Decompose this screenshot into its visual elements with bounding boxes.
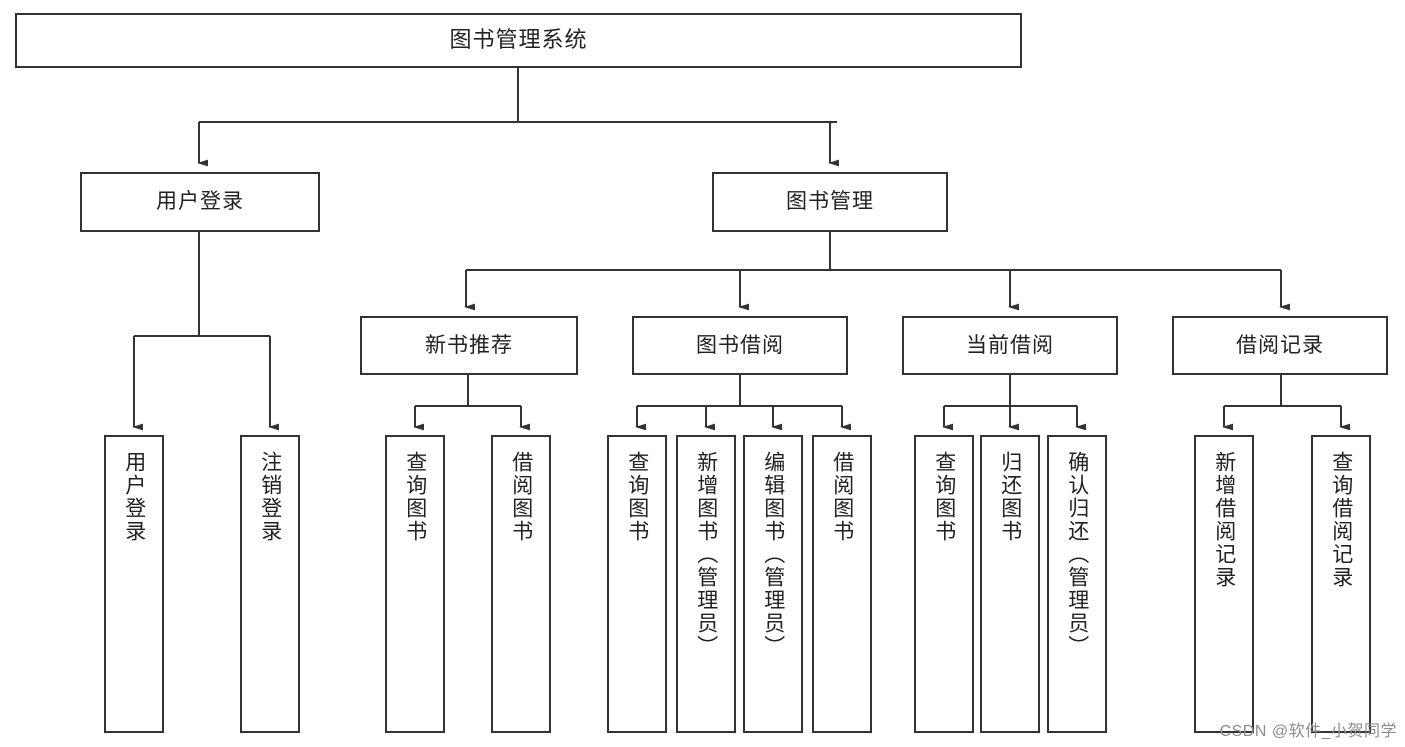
leaf-label: 借阅图书 [830,451,854,543]
node-borrow-record-label: 借阅记录 [1236,333,1324,357]
leaf-label: 查询图书 [403,451,427,543]
leaf-current-return-book[interactable]: 归还图书 [980,435,1040,733]
leaf-borrow-borrow-book[interactable]: 借阅图书 [812,435,872,733]
leaf-label: 借阅图书 [509,451,533,543]
node-root-label: 图书管理系统 [449,27,588,53]
node-new-book-recommend-label: 新书推荐 [425,333,513,357]
leaf-recommend-borrow-book[interactable]: 借阅图书 [491,435,551,733]
leaf-label: 查询图书 [932,451,956,543]
leaf-current-query-book[interactable]: 查询图书 [914,435,974,733]
leaf-user-login-login[interactable]: 用户登录 [104,435,164,733]
csdn-watermark: CSDN @软件_小贺同学 [1219,723,1397,740]
node-book-borrow-label: 图书借阅 [696,333,784,357]
leaf-label: 用户登录 [122,451,146,543]
leaf-user-login-logout[interactable]: 注销登录 [240,435,300,733]
node-borrow-record[interactable]: 借阅记录 [1172,316,1388,375]
node-current-borrow[interactable]: 当前借阅 [902,316,1118,375]
leaf-record-add-record[interactable]: 新增借阅记录 [1194,435,1254,733]
node-current-borrow-label: 当前借阅 [966,333,1054,357]
node-book-borrow[interactable]: 图书借阅 [632,316,848,375]
leaf-label: 新增借阅记录 [1212,451,1236,589]
node-root-system[interactable]: 图书管理系统 [15,13,1022,68]
leaf-current-confirm-return-admin[interactable]: 确认归还（管理员） [1047,435,1107,733]
leaf-label: 归还图书 [998,451,1022,543]
leaf-label: 新增图书（管理员） [694,451,718,658]
leaf-recommend-query-book[interactable]: 查询图书 [385,435,445,733]
leaf-borrow-add-book-admin[interactable]: 新增图书（管理员） [676,435,736,733]
leaf-borrow-query-book[interactable]: 查询图书 [607,435,667,733]
node-user-login-label: 用户登录 [156,190,244,214]
leaf-record-query-record[interactable]: 查询借阅记录 [1311,435,1371,733]
node-book-management-label: 图书管理 [786,190,874,214]
node-user-login[interactable]: 用户登录 [80,172,320,232]
node-book-management[interactable]: 图书管理 [712,172,948,232]
leaf-label: 注销登录 [258,451,282,543]
leaf-label: 查询借阅记录 [1329,451,1353,589]
leaf-borrow-edit-book-admin[interactable]: 编辑图书（管理员） [743,435,803,733]
leaf-label: 确认归还（管理员） [1065,451,1089,658]
leaf-label: 编辑图书（管理员） [761,451,785,658]
leaf-label: 查询图书 [625,451,649,543]
node-new-book-recommend[interactable]: 新书推荐 [360,316,578,375]
